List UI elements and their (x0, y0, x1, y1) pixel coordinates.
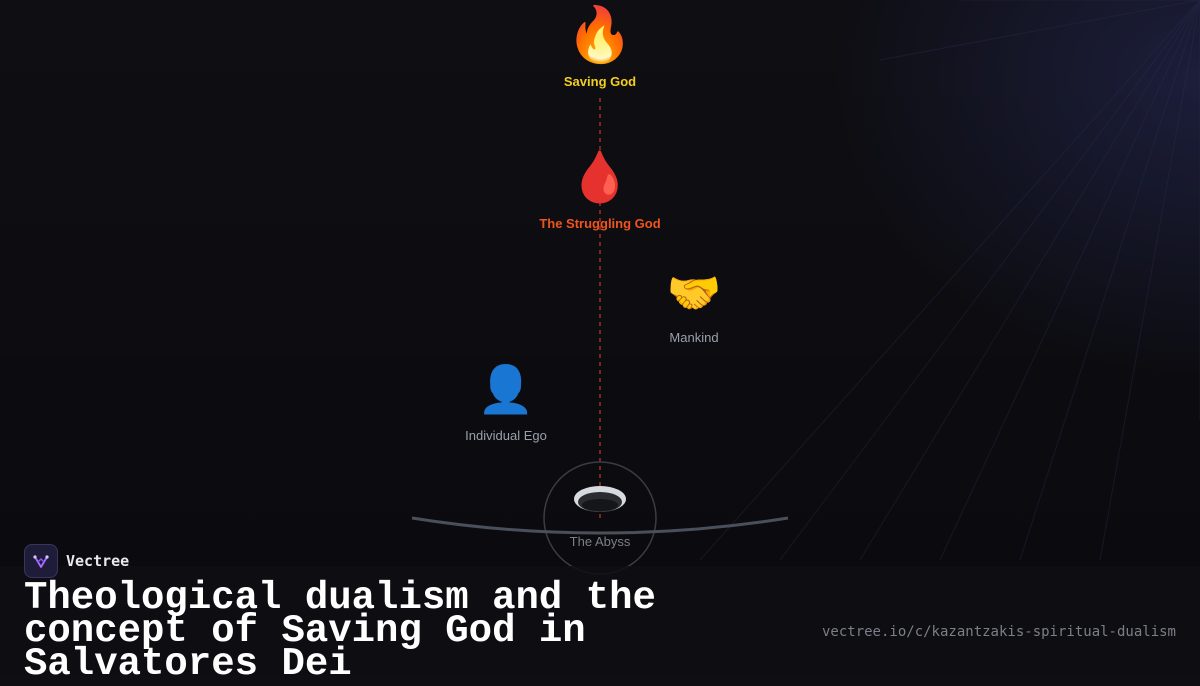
abyss-hole-icon (574, 486, 626, 512)
brand-name: Vectree (66, 552, 130, 570)
handshake-icon: 🤝 (666, 269, 722, 318)
horizon-arc (411, 516, 789, 535)
node-label: Saving God (563, 74, 637, 89)
node-label: The Abyss (569, 534, 631, 549)
node-label: Individual Ego (465, 428, 547, 443)
background-rays (700, 0, 1200, 560)
node-label: Mankind (669, 330, 719, 345)
blood-drop-icon: 🩸 (568, 149, 632, 205)
vectree-logo-icon (24, 544, 58, 578)
node-mankind: 🤝 Mankind (666, 269, 722, 346)
bottom-fade (0, 566, 1200, 675)
source-url[interactable]: vectree.io/c/kazantzakis-spiritual-duali… (821, 624, 1176, 640)
node-label: The Struggling God (539, 216, 661, 231)
brand[interactable]: Vectree (24, 544, 129, 578)
page-title: Theological dualism and the concept of S… (24, 576, 656, 686)
node-saving-god: 🔥 Saving God (564, 8, 636, 89)
node-struggling-god: 🩸 The Struggling God (539, 152, 660, 231)
node-abyss: The Abyss (570, 534, 631, 549)
node-individual-ego: 👤 Individual Ego (465, 366, 547, 443)
person-silhouette-icon: 👤 (477, 363, 535, 415)
fire-icon: 🔥 (566, 5, 634, 65)
